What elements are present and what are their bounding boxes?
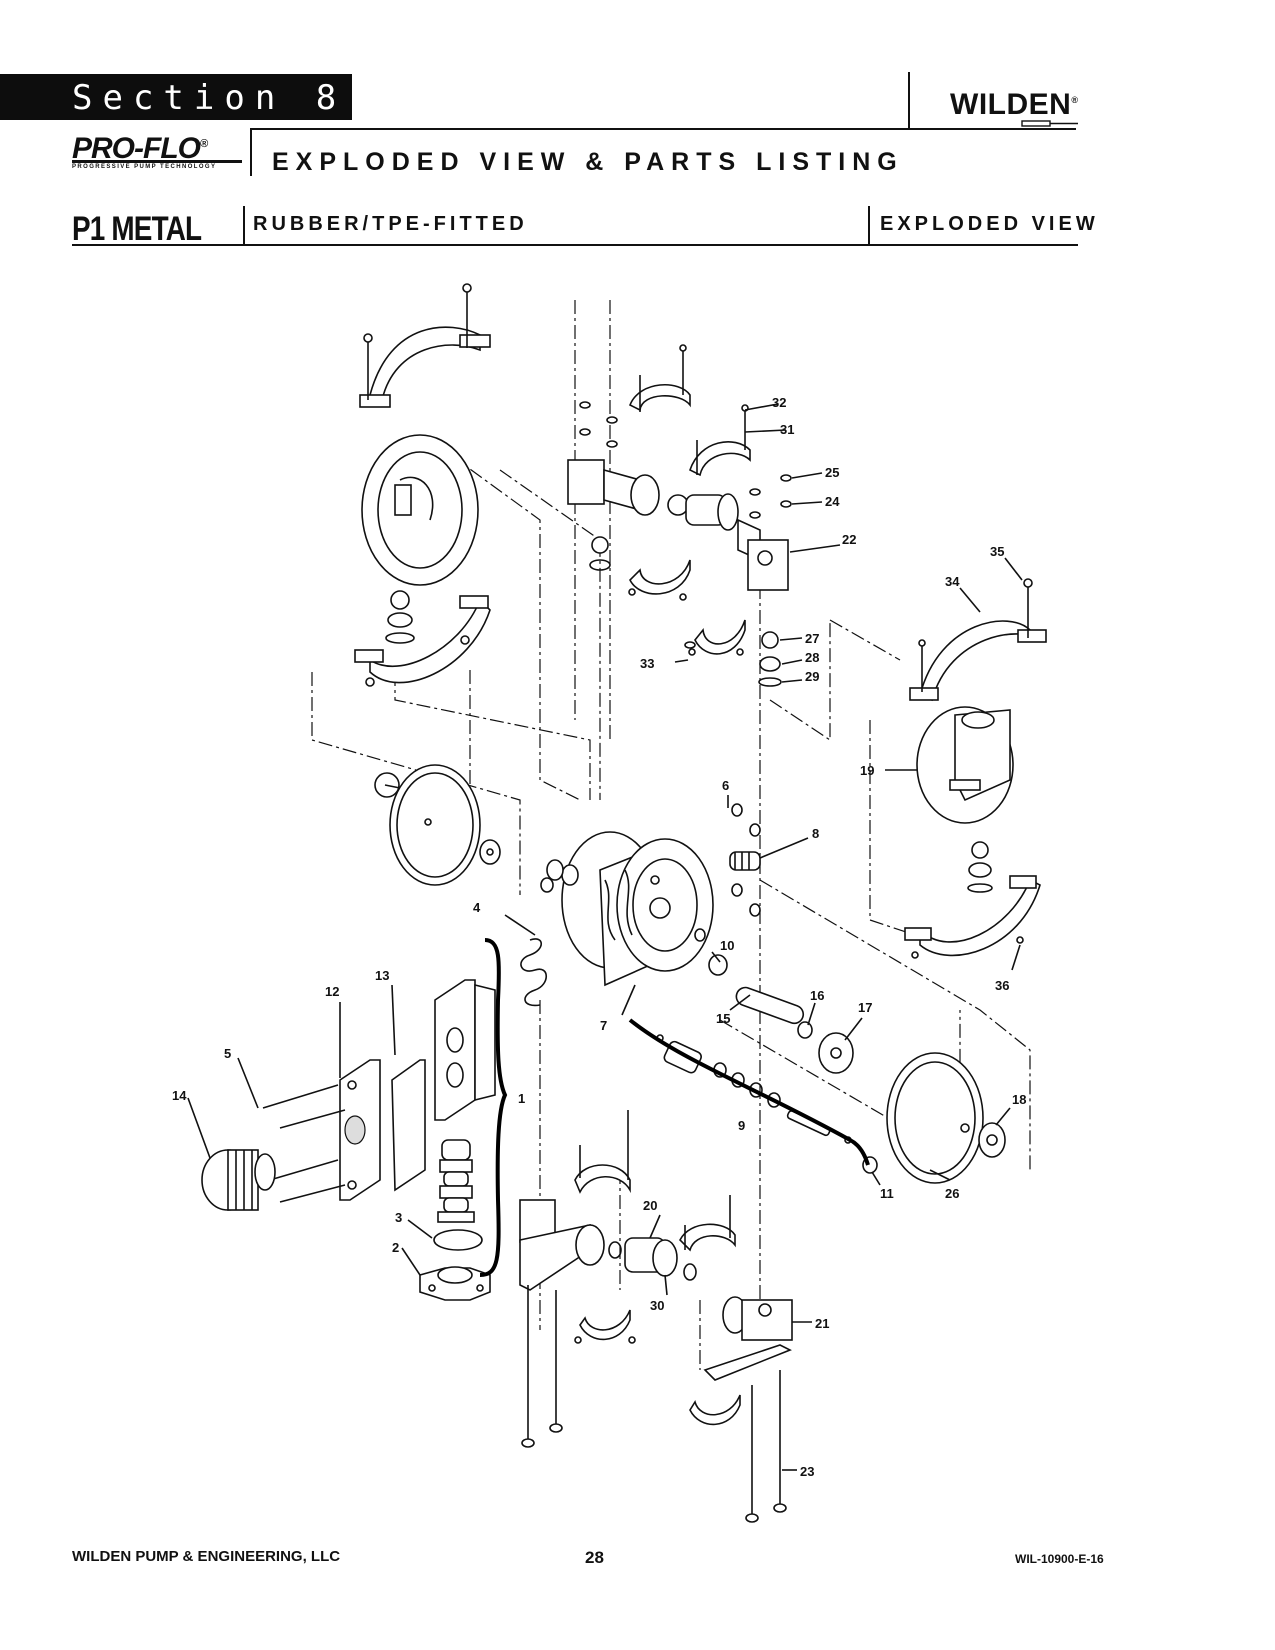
intake-manifold-left xyxy=(519,1110,697,1344)
valve-ball-seat-left xyxy=(385,590,415,644)
model-divider-left xyxy=(243,206,245,246)
liquid-chamber-right xyxy=(916,706,1014,824)
wilden-logo-mark xyxy=(1021,120,1078,127)
callout-23: 23 xyxy=(800,1464,814,1479)
callout-28: 28 xyxy=(805,650,819,665)
discharge-manifold xyxy=(567,459,789,591)
callout-12: 12 xyxy=(325,984,339,999)
center-section xyxy=(540,831,714,987)
proflo-logo: PRO-FLO® xyxy=(72,132,208,165)
document-id: WIL-10900-E-16 xyxy=(1015,1552,1104,1566)
intake-manifold-right xyxy=(679,1195,793,1426)
end-cap xyxy=(419,1229,491,1301)
callout-26: 26 xyxy=(945,1186,959,1201)
callout-25: 25 xyxy=(825,465,839,480)
section-label: Section 8 xyxy=(72,78,347,118)
model-divider-right xyxy=(868,206,870,246)
proflo-logo-underline xyxy=(72,160,242,163)
brackets xyxy=(479,938,870,1277)
callout-8: 8 xyxy=(812,826,819,841)
section-bar xyxy=(0,74,352,120)
callout-20: 20 xyxy=(643,1198,657,1213)
callout-30: 30 xyxy=(650,1298,664,1313)
model-rule xyxy=(72,244,1078,246)
callout-11: 11 xyxy=(880,1186,894,1201)
callout-29: 29 xyxy=(805,669,819,684)
callouts: 1 2 3 4 5 6 7 8 9 10 11 12 13 14 15 16 1… xyxy=(172,395,1026,1479)
callout-31: 31 xyxy=(780,422,794,437)
callout-14: 14 xyxy=(172,1088,187,1103)
callout-13: 13 xyxy=(375,968,389,983)
callout-17: 17 xyxy=(858,1000,872,1015)
callout-33: 33 xyxy=(640,656,654,671)
diaphragm-right xyxy=(886,1052,1006,1184)
callout-3: 3 xyxy=(395,1210,402,1225)
header-divider-right xyxy=(908,72,910,130)
footer-company: WILDEN PUMP & ENGINEERING, LLC xyxy=(72,1548,341,1565)
callout-leaders xyxy=(187,403,1023,1471)
header-rule-top xyxy=(250,128,908,130)
proflo-tagline: PROGRESSIVE PUMP TECHNOLOGY xyxy=(72,164,217,170)
valve-ball-seat-right-top xyxy=(758,631,782,687)
long-bolts xyxy=(521,1285,787,1523)
page-number: 28 xyxy=(585,1548,604,1567)
callout-7: 7 xyxy=(600,1018,607,1033)
shaft-bushing xyxy=(708,954,813,1039)
callout-10: 10 xyxy=(720,938,734,953)
callout-4: 4 xyxy=(473,900,481,915)
callout-27: 27 xyxy=(805,631,819,646)
alignment-lines xyxy=(311,300,1031,1370)
callout-6: 6 xyxy=(722,778,729,793)
capscrews xyxy=(262,1084,346,1203)
spool-stack xyxy=(437,1139,475,1223)
callout-2: 2 xyxy=(392,1240,399,1255)
subtitle: RUBBER/TPE-FITTED xyxy=(253,213,528,235)
callout-36: 36 xyxy=(995,978,1009,993)
small-clamps-top xyxy=(628,344,751,477)
shuttle-spring xyxy=(520,938,548,1007)
model-title: P1 METAL xyxy=(72,210,202,248)
muffler xyxy=(201,1149,276,1211)
nuts-washers-top xyxy=(579,401,792,649)
air-valve-body xyxy=(339,979,496,1201)
clamp-band-right xyxy=(909,578,1047,702)
liquid-chamber-left xyxy=(361,434,479,586)
small-clamps-mid xyxy=(628,559,746,656)
callout-15: 15 xyxy=(716,1011,730,1026)
valve-ball-seat-right xyxy=(967,841,993,893)
callout-9: 9 xyxy=(738,1118,745,1133)
callout-19: 19 xyxy=(860,763,874,778)
callout-24: 24 xyxy=(825,494,840,509)
callout-1: 1 xyxy=(518,1091,525,1106)
callout-5: 5 xyxy=(224,1046,231,1061)
callout-32: 32 xyxy=(772,395,786,410)
callout-34: 34 xyxy=(945,574,960,589)
view-label: EXPLODED VIEW xyxy=(880,213,1099,235)
header-divider-left xyxy=(250,128,252,176)
clamp-band-top-left xyxy=(359,283,491,408)
clamp-band-lower-left xyxy=(354,595,491,687)
diaphragm-left xyxy=(374,764,501,886)
callout-16: 16 xyxy=(810,988,824,1003)
header-rule-right xyxy=(908,128,1076,130)
callout-35: 35 xyxy=(990,544,1004,559)
page-title: EXPLODED VIEW & PARTS LISTING xyxy=(272,148,904,176)
wilden-logo: WILDEN® xyxy=(950,88,1079,121)
clamp-band-lower-right xyxy=(904,875,1041,959)
callout-18: 18 xyxy=(1012,1092,1026,1107)
pilot-valve xyxy=(729,851,761,871)
nuts-center xyxy=(694,803,761,942)
callout-21: 21 xyxy=(815,1316,829,1331)
inner-piston xyxy=(818,1032,854,1074)
callout-22: 22 xyxy=(842,532,856,547)
